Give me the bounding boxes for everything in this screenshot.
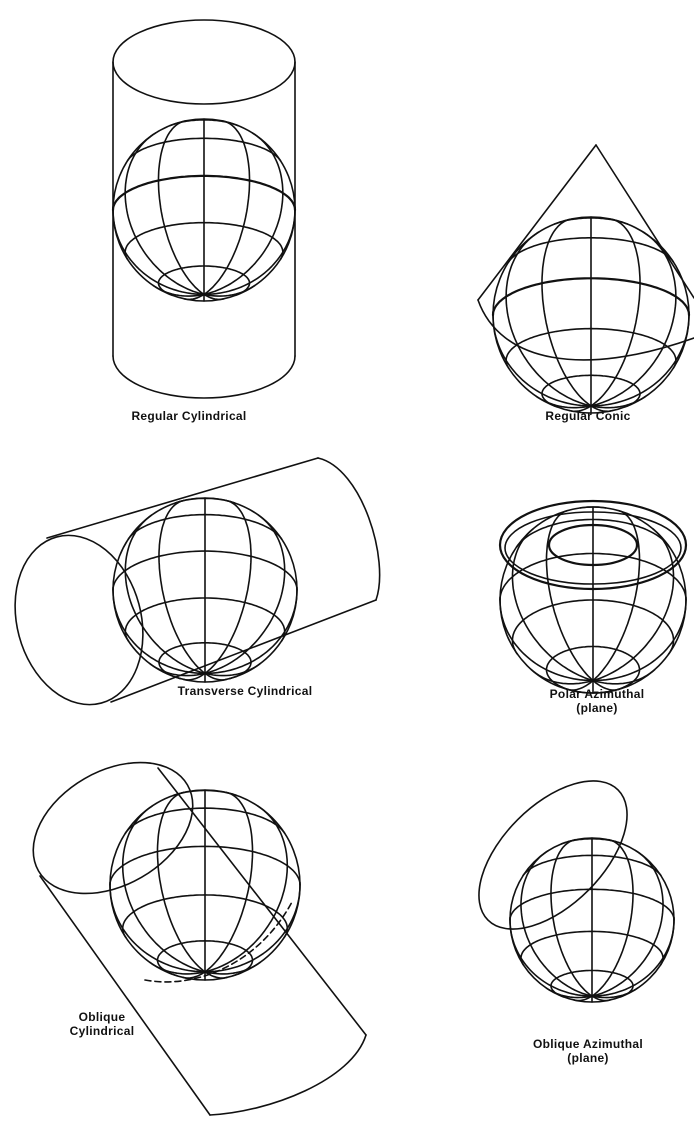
- caption-line: Polar Azimuthal: [550, 687, 645, 701]
- projection-plane-ellipse: [453, 755, 654, 956]
- cylinder-bottom-rim: [210, 1035, 366, 1115]
- meridian-line: [592, 840, 633, 996]
- caption-transverse-cylindrical: Transverse Cylindrical: [178, 684, 313, 698]
- oblique-cylindrical-figure: [10, 736, 366, 1115]
- meridian-line: [591, 219, 640, 406]
- caption-regular-cylindrical: Regular Cylindrical: [131, 409, 246, 423]
- caption-line: Oblique Azimuthal: [533, 1037, 643, 1051]
- caption-polar-azimuthal: Polar Azimuthal (plane): [550, 687, 645, 715]
- meridian-line: [204, 121, 250, 295]
- caption-line: Transverse Cylindrical: [178, 684, 313, 698]
- oblique-azimuthal-figure: [453, 755, 674, 1002]
- meridian-line: [125, 515, 205, 673]
- meridian-line: [205, 792, 253, 972]
- meridian-line: [521, 851, 592, 996]
- meridian-line: [591, 232, 676, 406]
- meridian-line: [204, 133, 283, 294]
- meridian-line: [123, 806, 205, 972]
- caption-line: Cylindrical: [70, 1024, 135, 1038]
- cylinder-side-left: [40, 876, 210, 1115]
- meridian-line: [592, 851, 663, 996]
- globe: [510, 838, 674, 1002]
- meridian-line: [542, 219, 591, 406]
- cylinder-end-rim: [0, 521, 161, 719]
- meridian-line: [159, 501, 205, 674]
- cone-side-left: [478, 145, 596, 300]
- globe: [493, 217, 689, 413]
- cylinder-side-top: [47, 458, 318, 538]
- cylinder-top-rim: [10, 736, 216, 921]
- caption-regular-conic: Regular Conic: [545, 409, 630, 423]
- caption-line: Regular Conic: [545, 409, 630, 423]
- caption-oblique-cylindrical: Oblique Cylindrical: [70, 1010, 135, 1038]
- caption-line: Regular Cylindrical: [131, 409, 246, 423]
- caption-line: (plane): [550, 701, 645, 715]
- meridian-line: [205, 806, 287, 972]
- globe: [113, 119, 295, 301]
- cone-side-right: [596, 145, 694, 298]
- globe: [500, 507, 686, 693]
- meridian-line: [205, 501, 251, 674]
- projection-plane: [453, 755, 654, 956]
- cylinder-top-rim: [113, 20, 295, 104]
- transverse-cylindrical-figure: [0, 458, 380, 719]
- regular-conic-figure: [478, 145, 694, 413]
- cylinder-bottom-rim: [113, 356, 295, 398]
- meridian-line: [506, 232, 591, 406]
- meridian-line: [551, 840, 592, 996]
- caption-oblique-azimuthal: Oblique Azimuthal (plane): [533, 1037, 643, 1065]
- regular-cylindrical-figure: [113, 20, 295, 398]
- cylinder-far-rim: [318, 458, 380, 600]
- polar-azimuthal-figure: [500, 501, 686, 693]
- caption-line: (plane): [533, 1051, 643, 1065]
- caption-line: Oblique: [70, 1010, 135, 1024]
- meridian-line: [125, 133, 204, 294]
- globe: [110, 790, 300, 980]
- meridian-line: [159, 121, 205, 295]
